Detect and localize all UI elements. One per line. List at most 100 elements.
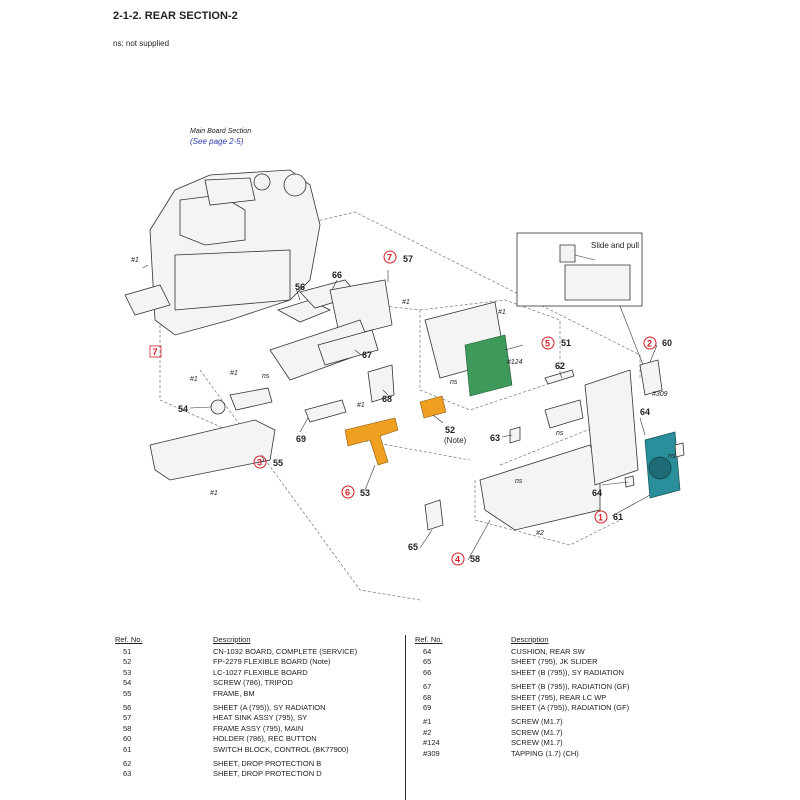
screw-label-2: #2 [536,530,544,537]
part-65-sheet [424,499,444,531]
part-62-sheet [544,369,575,385]
label-67: 67 [362,350,372,360]
label-57: 57 [403,254,413,264]
label-68: 68 [382,394,392,404]
svg-text:3: 3 [257,458,262,468]
label-58: 58 [470,554,480,564]
label-64-upper: 64 [640,407,650,417]
ns-note: ns: not supplied [113,39,170,48]
part-51-cn-board [464,334,513,397]
screw-label-1-c: #1 [230,370,238,377]
svg-text:7: 7 [387,253,392,263]
part-55-frame-bm [149,419,276,481]
part-53-lc-flexible-board [344,417,399,466]
label-63: 63 [490,433,500,443]
label-64-lower: 64 [592,488,602,498]
ref-no-header: Ref. No. [115,635,143,644]
note-label: (Note) [444,436,467,445]
label-56: 56 [295,282,305,292]
svg-text:4: 4 [455,555,460,565]
page-title: 2-1-2. REAR SECTION-2 [113,10,238,22]
circled-ref-5: 5 [541,336,555,350]
ns-label-c: ns [556,430,564,437]
exploded-view-diagram: Main Board Section (See page 2-5) Slide … [124,128,685,601]
part-58-frame-assy [479,444,601,531]
svg-text:6: 6 [345,488,350,498]
label-54: 54 [178,404,188,414]
label-61: 61 [613,512,623,522]
circled-ref-4: 4 [451,552,465,566]
screw-label-124: #124 [507,359,523,366]
label-65: 65 [408,542,418,552]
circled-ref-1: 1 [594,510,608,524]
circled-ref-6: 6 [341,485,355,499]
ns-label-d: ns [515,478,523,485]
screw-label-1-f: #1 [357,402,365,409]
part-67-sheet [317,329,379,366]
svg-text:7: 7 [153,347,158,357]
camera-body-illustration [124,169,321,336]
part-54-tripod-screw [210,399,226,415]
label-55: 55 [273,458,283,468]
label-66: 66 [332,270,342,280]
part-52-fp-flexible-board [419,395,447,419]
ns-label-a: ns [262,373,270,380]
circled-ref-3: 3 [253,455,267,469]
slide-and-pull-label: Slide and pull [591,241,639,250]
circled-ref-7a: 7 [149,345,162,358]
ns-label-b: ns [450,379,458,386]
label-60: 60 [662,338,672,348]
part-64-cushion [624,475,635,488]
description-header: Description [213,635,251,644]
ref-no-header-right: Ref. No. [415,635,443,644]
part-57-heat-sink [329,279,393,339]
svg-text:2: 2 [647,339,652,349]
screw-label-309: #309 [652,391,668,398]
part-69-sheet [304,399,347,423]
circled-ref-7b: 7 [383,250,397,264]
label-53: 53 [360,488,370,498]
svg-text:5: 5 [545,339,550,349]
screw-label-1-e: #1 [402,299,410,306]
ns-label-e: ns [668,453,676,460]
circled-ref-2: 2 [643,336,657,350]
table-column-divider [405,635,406,800]
screw-label-1-b: #1 [190,376,198,383]
label-52: 52 [445,425,455,435]
screw-label-1-d: #1 [210,490,218,497]
see-page-link[interactable]: (See page 2-5) [190,137,244,146]
label-51: 51 [561,338,571,348]
label-69: 69 [296,434,306,444]
main-board-section-label: Main Board Section [190,128,251,135]
screw-label-1-g: #1 [498,309,506,316]
part-60-holder [639,359,663,396]
svg-text:1: 1 [598,513,603,523]
screw-label-1-a: #1 [131,257,139,264]
part-68-sheet [367,364,395,403]
description-header-right: Description [511,635,549,644]
part-63-sheet [509,426,521,444]
